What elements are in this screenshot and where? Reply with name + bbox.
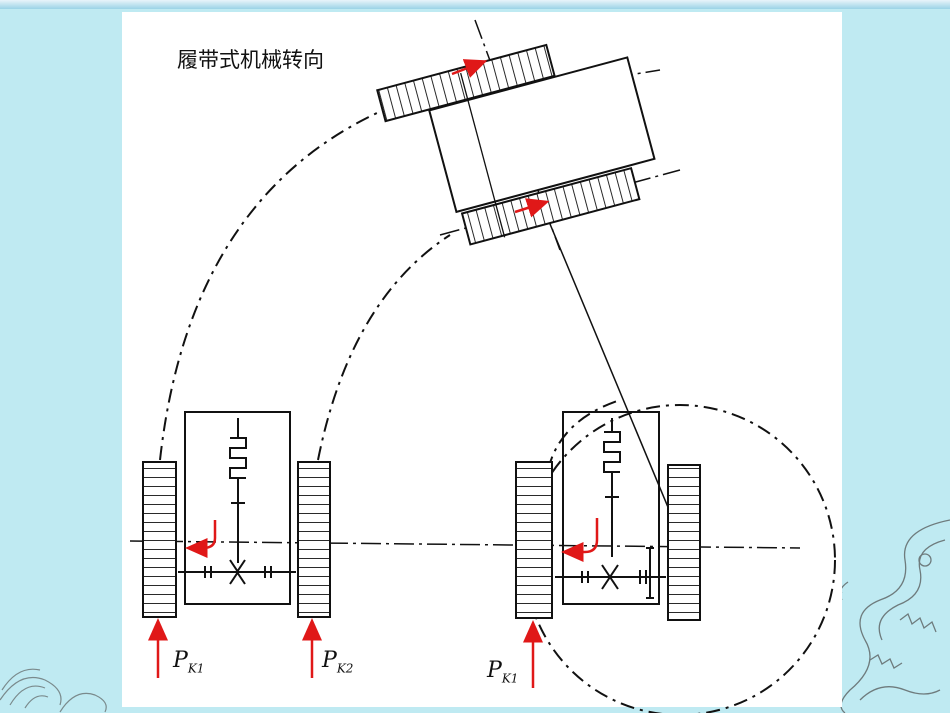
force-label-pk2: PK2	[322, 648, 353, 675]
left-track	[515, 461, 553, 619]
force-subscript: K1	[501, 671, 519, 686]
vehicle-body	[428, 56, 656, 214]
vehicle-frame	[184, 411, 291, 605]
upper-track	[376, 43, 556, 123]
force-arrow-icon	[451, 59, 488, 78]
force-symbol: P	[173, 648, 188, 673]
force-label-pk1-left: PK1	[173, 648, 204, 675]
force-arrows	[148, 618, 543, 688]
turning-vehicle	[376, 43, 656, 246]
force-label-pk1-right: PK1	[487, 658, 518, 685]
vehicle-frame	[562, 411, 660, 605]
vehicle-left	[142, 411, 331, 618]
diagram-title: 履带式机械转向	[177, 48, 324, 72]
lower-track	[460, 166, 641, 246]
wave-decoration-icon	[0, 668, 107, 713]
force-subscript: K1	[187, 661, 205, 676]
vehicle-right	[515, 411, 701, 621]
slide-top-bar	[0, 0, 950, 9]
right-track	[297, 461, 331, 618]
force-subscript: K2	[336, 661, 354, 676]
left-track	[142, 461, 177, 618]
right-track	[667, 464, 701, 621]
force-symbol: P	[487, 658, 502, 683]
force-arrow-icon	[514, 198, 550, 218]
force-symbol: P	[322, 648, 337, 673]
